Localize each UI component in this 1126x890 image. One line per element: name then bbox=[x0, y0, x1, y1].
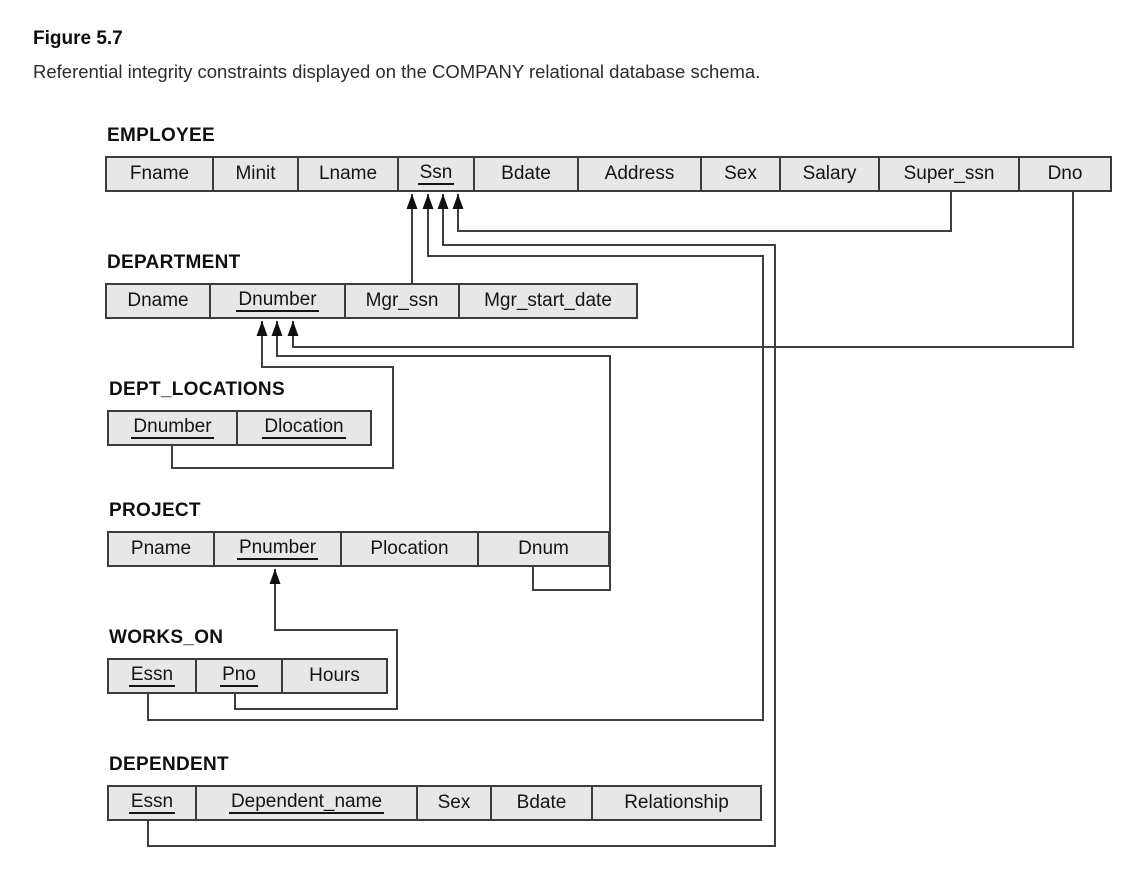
connector-employee-super-ssn-to-employee-ssn bbox=[457, 192, 952, 232]
key-attribute-dlocation: Dlocation bbox=[262, 416, 346, 440]
attribute-cell-works-on-essn: Essn bbox=[109, 660, 197, 692]
arrowhead-department-dnumber bbox=[287, 321, 299, 336]
attribute-cell-department-mgr-start-date: Mgr_start_date bbox=[460, 285, 636, 317]
attribute-cell-dependent-essn: Essn bbox=[109, 787, 197, 819]
attribute-cell-employee-ssn: Ssn bbox=[399, 158, 475, 190]
connector-employee-dno-to-department-dnumber bbox=[292, 192, 1074, 348]
attribute-cell-works-on-pno: Pno bbox=[197, 660, 283, 692]
attribute-cell-dependent-sex: Sex bbox=[418, 787, 492, 819]
table-row-works-on: Essn Pno Hours bbox=[107, 658, 388, 694]
arrowhead-employee-ssn bbox=[422, 194, 434, 209]
table-row-dept-locations: Dnumber Dlocation bbox=[107, 410, 372, 446]
attribute-cell-works-on-hours: Hours bbox=[283, 660, 386, 692]
attribute-cell-department-mgr-ssn: Mgr_ssn bbox=[346, 285, 460, 317]
attribute-cell-employee-sex: Sex bbox=[702, 158, 781, 190]
attribute-address: Address bbox=[604, 163, 675, 184]
attribute-cell-dependent-bdate: Bdate bbox=[492, 787, 593, 819]
figure-caption: Referential integrity constraints displa… bbox=[33, 61, 761, 82]
attribute-hours: Hours bbox=[309, 665, 360, 686]
key-attribute-dependent-name: Dependent_name bbox=[228, 791, 385, 815]
attribute-bdate: Bdate bbox=[516, 792, 567, 813]
table-title-project: PROJECT bbox=[109, 500, 201, 521]
attribute-cell-employee-address: Address bbox=[579, 158, 702, 190]
attribute-cell-employee-super-ssn: Super_ssn bbox=[880, 158, 1020, 190]
arrowhead-project-pnumber bbox=[269, 569, 281, 584]
attribute-cell-employee-fname: Fname bbox=[107, 158, 214, 190]
attribute-cell-employee-bdate: Bdate bbox=[475, 158, 579, 190]
attribute-dname: Dname bbox=[127, 290, 189, 311]
attribute-cell-department-dname: Dname bbox=[107, 285, 211, 317]
attribute-super-ssn: Super_ssn bbox=[903, 163, 995, 184]
attribute-relationship: Relationship bbox=[624, 792, 729, 813]
attribute-cell-dept-locations-dnumber: Dnumber bbox=[109, 412, 238, 444]
attribute-sex: Sex bbox=[437, 792, 471, 813]
attribute-minit: Minit bbox=[235, 163, 276, 184]
attribute-dnum: Dnum bbox=[518, 538, 569, 559]
attribute-cell-project-dnum: Dnum bbox=[479, 533, 608, 565]
table-row-project: Pname Pnumber Plocation Dnum bbox=[107, 531, 610, 567]
table-row-department: Dname Dnumber Mgr_ssn Mgr_start_date bbox=[105, 283, 638, 319]
attribute-cell-employee-dno: Dno bbox=[1020, 158, 1110, 190]
table-row-dependent: Essn Dependent_name Sex Bdate Relationship bbox=[107, 785, 762, 821]
attribute-cell-project-pnumber: Pnumber bbox=[215, 533, 342, 565]
key-attribute-essn: Essn bbox=[128, 664, 176, 688]
attribute-mgr-start-date: Mgr_start_date bbox=[484, 290, 612, 311]
figure-number: Figure 5.7 bbox=[33, 28, 123, 49]
arrowhead-employee-ssn bbox=[437, 194, 449, 209]
attribute-lname: Lname bbox=[318, 163, 378, 184]
attribute-cell-employee-minit: Minit bbox=[214, 158, 299, 190]
arrowhead-department-dnumber bbox=[256, 321, 268, 336]
attribute-dno: Dno bbox=[1047, 163, 1083, 184]
attribute-cell-employee-lname: Lname bbox=[299, 158, 399, 190]
key-attribute-dnumber: Dnumber bbox=[236, 289, 319, 313]
attribute-cell-project-pname: Pname bbox=[109, 533, 215, 565]
key-attribute-pnumber: Pnumber bbox=[236, 537, 319, 561]
table-title-dept-locations: DEPT_LOCATIONS bbox=[109, 379, 285, 400]
attribute-cell-dependent-dependent-name: Dependent_name bbox=[197, 787, 418, 819]
table-title-dependent: DEPENDENT bbox=[109, 754, 229, 775]
attribute-cell-dependent-relationship: Relationship bbox=[593, 787, 760, 819]
attribute-cell-dept-locations-dlocation: Dlocation bbox=[238, 412, 370, 444]
attribute-fname: Fname bbox=[129, 163, 190, 184]
key-attribute-pno: Pno bbox=[220, 664, 258, 688]
key-attribute-ssn: Ssn bbox=[417, 162, 455, 186]
table-title-department: DEPARTMENT bbox=[107, 252, 241, 273]
key-attribute-dnumber: Dnumber bbox=[131, 416, 214, 440]
arrowhead-employee-ssn bbox=[406, 194, 418, 209]
attribute-sex: Sex bbox=[724, 163, 757, 184]
arrowhead-department-dnumber bbox=[271, 321, 283, 336]
attribute-cell-department-dnumber: Dnumber bbox=[211, 285, 346, 317]
table-row-employee: Fname Minit Lname Ssn Bdate Address Sex Salary S… bbox=[105, 156, 1112, 192]
attribute-plocation: Plocation bbox=[370, 538, 449, 559]
arrowhead-employee-ssn bbox=[452, 194, 464, 209]
attribute-pname: Pname bbox=[130, 538, 192, 559]
table-title-employee: EMPLOYEE bbox=[107, 125, 215, 146]
table-title-works-on: WORKS_ON bbox=[109, 627, 224, 648]
attribute-bdate: Bdate bbox=[501, 163, 551, 184]
attribute-salary: Salary bbox=[802, 163, 857, 184]
attribute-cell-project-plocation: Plocation bbox=[342, 533, 479, 565]
key-attribute-essn: Essn bbox=[128, 791, 176, 815]
attribute-cell-employee-salary: Salary bbox=[781, 158, 880, 190]
attribute-mgr-ssn: Mgr_ssn bbox=[365, 290, 439, 311]
